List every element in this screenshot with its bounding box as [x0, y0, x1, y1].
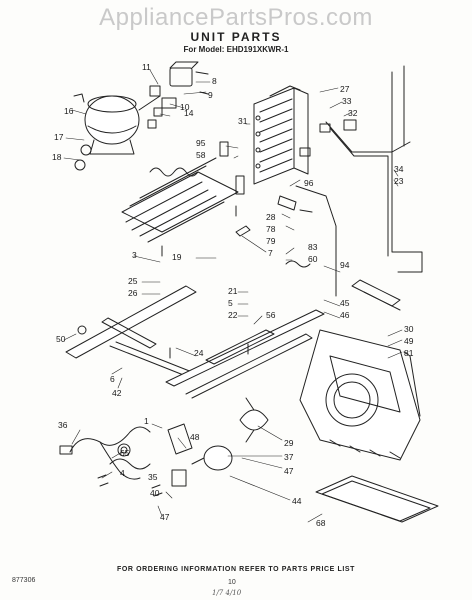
callout-label: 21 — [228, 286, 238, 296]
callout-label: 34 — [394, 164, 404, 174]
callout-label: 32 — [348, 108, 358, 118]
callout-label: 6 — [110, 374, 115, 384]
wiring-harness — [59, 426, 163, 497]
fan-shroud — [299, 329, 421, 461]
callout-label: 23 — [394, 176, 404, 186]
callout-label: 19 — [172, 252, 182, 262]
callout-label: 9 — [208, 90, 213, 100]
callout-label: 60 — [308, 254, 318, 264]
model-subtitle: For Model: EHD191XKWR-1 — [183, 45, 289, 54]
callout-layer: 1189101416171827333231955896287879836071… — [52, 62, 414, 528]
page-number: 10 — [228, 579, 236, 586]
callout-label: 14 — [184, 108, 194, 118]
callout-label: 44 — [292, 496, 302, 506]
callout-label: 45 — [340, 298, 350, 308]
callout-label: 83 — [308, 242, 318, 252]
callout-label: 30 — [404, 324, 414, 334]
callout-label: 17 — [54, 132, 64, 142]
callout-label: 81 — [404, 348, 414, 358]
callout-label: 4 — [120, 468, 125, 478]
evaporator-coil — [253, 85, 309, 185]
callout-label: 29 — [284, 438, 294, 448]
callout-label: 42 — [112, 388, 122, 398]
watermark: AppliancePartsPros.com — [99, 4, 373, 31]
relay-parts — [149, 61, 209, 117]
callout-label: 95 — [196, 138, 206, 148]
callout-label: 5 — [228, 298, 233, 308]
condenser-coil — [121, 157, 239, 257]
callout-label: 68 — [316, 518, 326, 528]
page-title: UNIT PARTS — [190, 30, 282, 44]
fan-motor-and-blade — [167, 397, 269, 487]
callout-label: 24 — [194, 348, 204, 358]
callout-label: 27 — [340, 84, 350, 94]
callout-label: 40 — [150, 488, 160, 498]
callout-label: 49 — [404, 336, 414, 346]
callout-label: 28 — [266, 212, 276, 222]
callout-label: 35 — [148, 472, 158, 482]
compressor — [74, 95, 161, 171]
callout-label: 10 — [180, 102, 190, 112]
callout-label: 50 — [56, 334, 66, 344]
callout-label: 7 — [268, 248, 273, 258]
callout-label: 47 — [160, 512, 170, 522]
callout-label: 11 — [142, 62, 151, 72]
callout-label: 1 — [144, 416, 149, 426]
callout-label: 25 — [128, 276, 138, 286]
callout-label: 58 — [196, 150, 206, 160]
callout-label: 78 — [266, 224, 276, 234]
callout-label: 79 — [266, 236, 276, 246]
base-frame — [65, 285, 325, 399]
callout-label: 16 — [64, 106, 74, 116]
leader-lines — [63, 69, 403, 523]
callout-label: 36 — [58, 420, 68, 430]
callout-label: 47 — [284, 466, 294, 476]
drier-and-valves — [219, 119, 357, 268]
handwritten-note: 1/7 4/10 — [212, 589, 242, 597]
document-number: 877306 — [12, 577, 36, 584]
callout-label: 8 — [212, 76, 217, 86]
callout-label: 46 — [340, 310, 350, 320]
callout-label: 33 — [342, 96, 352, 106]
ordering-note: FOR ORDERING INFORMATION REFER TO PARTS … — [116, 566, 356, 573]
overload-clip — [73, 93, 157, 129]
callout-label: 37 — [284, 452, 294, 462]
refrigerant-tubing — [295, 65, 423, 311]
callout-label: 65 — [120, 448, 130, 458]
callout-label: 18 — [52, 152, 62, 162]
callout-label: 94 — [340, 260, 350, 270]
callout-label: 31 — [238, 116, 248, 126]
callout-label: 26 — [128, 288, 138, 298]
callout-label: 22 — [228, 310, 238, 320]
callout-label: 56 — [266, 310, 276, 320]
drain-pan — [315, 475, 439, 523]
callout-label: 48 — [190, 432, 200, 442]
callout-label: 3 — [132, 250, 137, 260]
callout-label: 96 — [304, 178, 314, 188]
